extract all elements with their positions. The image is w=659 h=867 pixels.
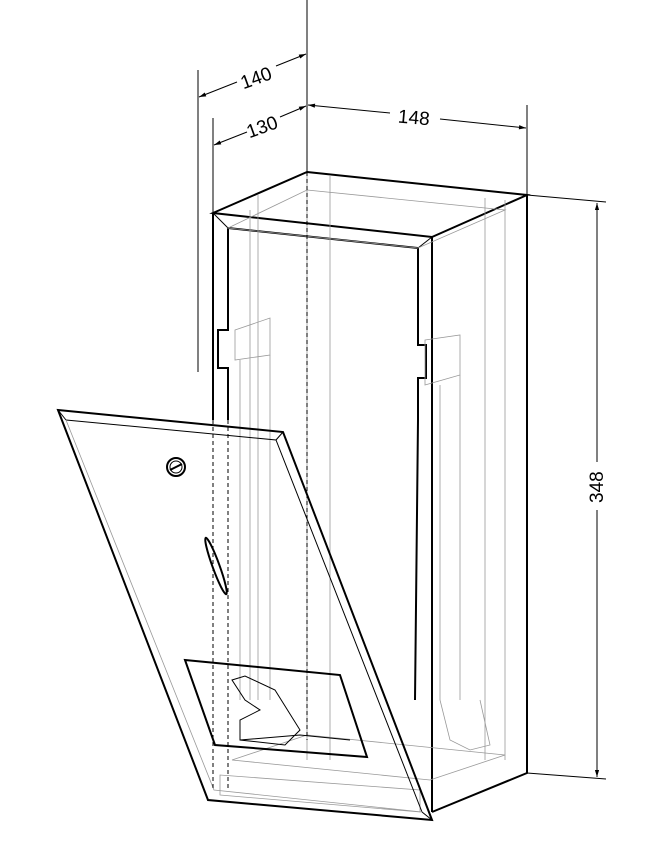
dimension-label-348: 348	[587, 471, 608, 503]
dimension-lines	[197, 0, 607, 780]
dimension-label-130: 130	[244, 113, 281, 144]
dimension-label-140: 140	[238, 64, 275, 95]
dimension-label-148: 148	[397, 107, 430, 131]
door-slot	[204, 536, 228, 596]
door-panel	[56, 408, 434, 822]
door-window	[183, 658, 369, 759]
lock-icon	[166, 457, 186, 477]
cabinet-body	[209, 170, 531, 813]
